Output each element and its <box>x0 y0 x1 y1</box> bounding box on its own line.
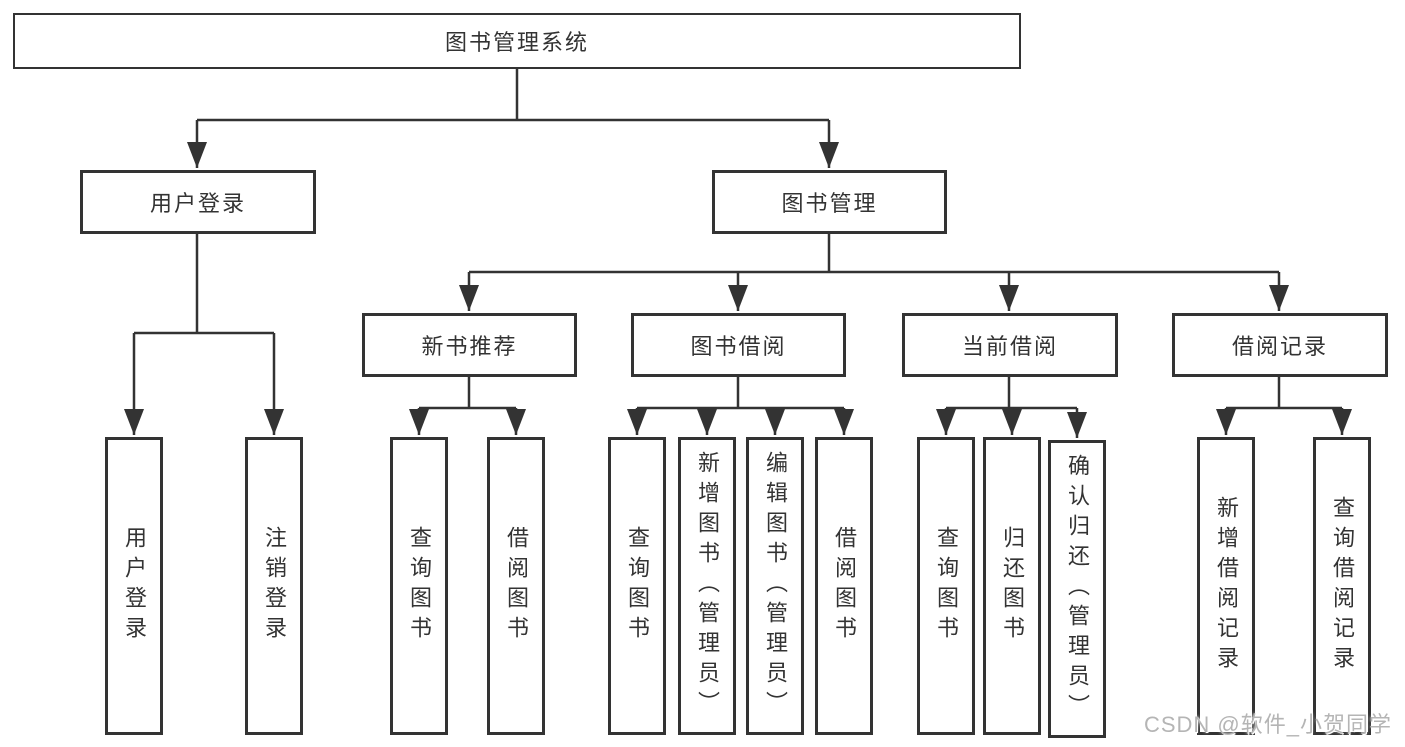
leaf-query-borrow-record: 查询借阅记录 <box>1313 437 1371 735</box>
node-new-book-recommend: 新书推荐 <box>362 313 577 377</box>
node-user-login-label: 用户登录 <box>149 191 246 216</box>
node-borrow-records: 借阅记录 <box>1172 313 1388 377</box>
leaf-user-login: 用户登录 <box>105 437 163 735</box>
node-new-book-recommend-label: 新书推荐 <box>421 334 518 359</box>
csdn-watermark: CSDN @软件_小贺同学 <box>1143 712 1392 737</box>
leaf-logout-label: 注销登录 <box>262 526 287 646</box>
connector-borrow-trunk <box>637 377 844 410</box>
leaf-borrow-query: 查询图书 <box>608 437 666 735</box>
connector-records-trunk <box>1226 377 1342 410</box>
node-current-borrow-label: 当前借阅 <box>961 334 1058 359</box>
leaf-newbook-query-label: 查询图书 <box>407 526 432 646</box>
leaf-logout: 注销登录 <box>245 437 303 735</box>
connector-current-trunk <box>946 377 1077 410</box>
connector-new-book-trunk <box>419 377 516 410</box>
leaf-borrow-edit-book-admin-label: 编辑图书（管理员） <box>763 451 788 721</box>
node-library-system-label: 图书管理系统 <box>444 30 589 55</box>
connector-user-login-trunk <box>134 234 274 335</box>
leaf-borrow-add-book-admin: 新增图书（管理员） <box>678 437 736 735</box>
leaf-current-query: 查询图书 <box>917 437 975 735</box>
node-user-login: 用户登录 <box>80 170 316 234</box>
leaf-borrow-add-book-admin-label: 新增图书（管理员） <box>695 451 720 721</box>
leaf-borrow-edit-book-admin: 编辑图书（管理员） <box>746 437 804 735</box>
leaf-user-login-label: 用户登录 <box>122 526 147 646</box>
leaf-add-borrow-record: 新增借阅记录 <box>1197 437 1255 735</box>
node-library-system: 图书管理系统 <box>13 13 1021 69</box>
leaf-borrow-query-label: 查询图书 <box>625 526 650 646</box>
leaf-query-borrow-record-label: 查询借阅记录 <box>1330 496 1355 676</box>
leaf-newbook-borrow-label: 借阅图书 <box>504 526 529 646</box>
node-book-management-label: 图书管理 <box>781 191 878 216</box>
node-book-management: 图书管理 <box>712 170 947 234</box>
leaf-newbook-query: 查询图书 <box>390 437 448 735</box>
leaf-current-query-label: 查询图书 <box>934 526 959 646</box>
leaf-newbook-borrow: 借阅图书 <box>487 437 545 735</box>
node-book-borrow: 图书借阅 <box>631 313 846 377</box>
connector-book-mgmt-trunk <box>469 234 1279 274</box>
node-book-borrow-label: 图书借阅 <box>690 334 787 359</box>
leaf-add-borrow-record-label: 新增借阅记录 <box>1214 496 1239 676</box>
connector-root-trunk <box>197 68 829 122</box>
leaf-borrow-book: 借阅图书 <box>815 437 873 735</box>
leaf-return-book: 归还图书 <box>983 437 1041 735</box>
leaf-confirm-return-admin: 确认归还（管理员） <box>1048 440 1106 738</box>
node-current-borrow: 当前借阅 <box>902 313 1118 377</box>
leaf-confirm-return-admin-label: 确认归还（管理员） <box>1065 454 1090 724</box>
node-borrow-records-label: 借阅记录 <box>1231 334 1328 359</box>
leaf-return-book-label: 归还图书 <box>1000 526 1025 646</box>
leaf-borrow-book-label: 借阅图书 <box>832 526 857 646</box>
